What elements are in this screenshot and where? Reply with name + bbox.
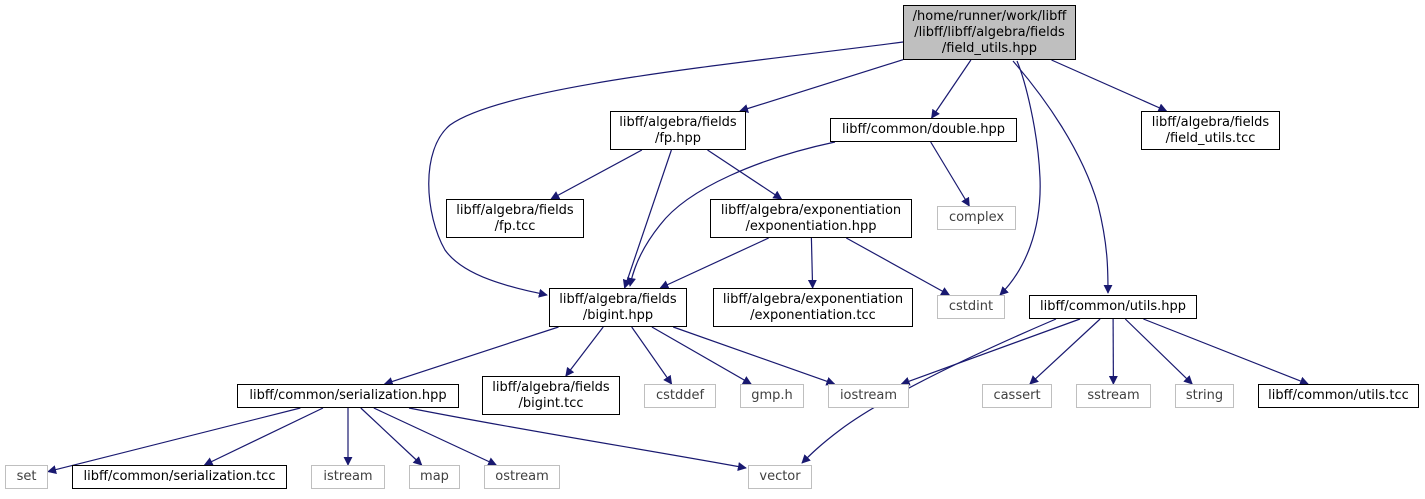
node-label-line: string [1185, 388, 1224, 403]
node-label-line: sstream [1087, 388, 1140, 403]
node-cstddef: cstddef [644, 384, 716, 408]
node-istream: istream [311, 465, 385, 489]
node-label-line: complex [948, 210, 1005, 225]
node-label-line: libff/common/utils.hpp [1039, 299, 1187, 314]
node-utils-hpp[interactable]: libff/common/utils.hpp [1029, 295, 1197, 319]
node-label-line: libff/algebra/fields [1151, 114, 1270, 130]
node-label-line: /bigint.tcc [518, 395, 584, 411]
edge-serialization_hpp-to-map [360, 407, 423, 466]
edge-field_utils_hpp-to-cstdint [999, 60, 1041, 296]
node-utils-tcc[interactable]: libff/common/utils.tcc [1258, 384, 1419, 408]
node-label-line: cstdint [948, 299, 994, 314]
node-bigint-tcc[interactable]: libff/algebra/fields/bigint.tcc [482, 376, 620, 415]
node-label-line: vector [759, 469, 801, 484]
node-label-line: libff/common/serialization.tcc [83, 469, 276, 484]
node-label-line: libff/algebra/fields [492, 379, 610, 395]
node-label-line: /bigint.hpp [582, 307, 654, 323]
edge-field_utils_hpp-to-utils_hpp [1012, 60, 1113, 294]
node-label-line: map [420, 469, 449, 484]
node-label-line: istream [323, 469, 373, 484]
edge-exponentiation_hpp-to-bigint_hpp [659, 237, 769, 289]
node-serialization-tcc[interactable]: libff/common/serialization.tcc [72, 465, 287, 489]
edge-fp_hpp-to-exponentiation_hpp [707, 149, 783, 200]
edge-serialization_hpp-to-set [47, 407, 301, 474]
node-double-hpp[interactable]: libff/common/double.hpp [830, 118, 1017, 142]
node-label-line: libff/algebra/exponentiation [722, 291, 904, 307]
edge-fp_hpp-to-fp_tcc [550, 149, 643, 200]
node-label-line: libff/algebra/fields [619, 114, 737, 130]
node-string: string [1175, 384, 1234, 408]
edge-field_utils_hpp-to-field_utils_tcc [1051, 59, 1168, 112]
node-map: map [409, 465, 460, 489]
node-cstdint: cstdint [937, 295, 1005, 319]
node-ostream: ostream [484, 465, 560, 489]
node-label-line: libff/algebra/exponentiation [720, 202, 902, 218]
edge-exponentiation_hpp-to-cstdint [846, 237, 951, 296]
node-field-utils-tcc[interactable]: libff/algebra/fields/field_utils.tcc [1141, 111, 1280, 150]
node-label-line: cassert [993, 388, 1041, 403]
edge-utils_hpp-to-cassert [1029, 318, 1101, 385]
node-label-line: libff/common/utils.tcc [1268, 388, 1409, 403]
node-label-line: /exponentiation.tcc [750, 307, 876, 323]
node-fp-tcc[interactable]: libff/algebra/fields/fp.tcc [446, 199, 584, 238]
edge-serialization_hpp-to-vector [408, 407, 747, 471]
edge-utils_hpp-to-string [1124, 318, 1193, 385]
edge-utils_hpp-to-iostream [900, 318, 1081, 386]
node-label-line: /home/runner/work/libff [912, 8, 1067, 24]
node-label-line: /fp.tcc [494, 218, 536, 234]
edge-field_utils_hpp-to-fp_hpp [739, 59, 904, 113]
edge-utils_hpp-to-vector [801, 318, 1057, 464]
edge-bigint_hpp-to-cstddef [631, 326, 673, 385]
node-label-line: libff/common/serialization.hpp [249, 388, 447, 403]
edge-fp_hpp-to-bigint_hpp [622, 149, 672, 289]
node-label-line: libff/algebra/fields [456, 202, 574, 218]
edge-bigint_hpp-to-iostream [673, 326, 836, 386]
node-serialization-hpp[interactable]: libff/common/serialization.hpp [237, 384, 459, 408]
edge-bigint_hpp-to-bigint_tcc [565, 326, 604, 377]
node-label-line: /fp.hpp [654, 130, 702, 146]
edge-exponentiation_hpp-to-exponentiation_tcc [807, 237, 817, 289]
node-label-line: iostream [839, 388, 898, 403]
edge-serialization_hpp-to-ostream [373, 407, 498, 466]
edge-double_hpp-to-bigint_hpp [627, 141, 836, 287]
node-label-line: /field_utils.hpp [941, 40, 1038, 56]
node-label-line: ostream [495, 469, 549, 484]
node-label-line: libff/common/double.hpp [842, 122, 1005, 137]
node-fp-hpp[interactable]: libff/algebra/fields/fp.hpp [610, 111, 746, 150]
edge-double_hpp-to-complex [930, 141, 970, 207]
node-exponentiation-tcc[interactable]: libff/algebra/exponentiation/exponentiat… [713, 288, 913, 327]
node-exponentiation-hpp[interactable]: libff/algebra/exponentiation/exponentiat… [710, 199, 912, 238]
node-label-line: /exponentiation.hpp [745, 218, 877, 234]
node-label-line: set [16, 469, 37, 484]
edge-bigint_hpp-to-gmp_h [651, 326, 752, 385]
node-set: set [5, 465, 48, 489]
node-label-line: libff/algebra/fields [559, 291, 677, 307]
node-label-line: /libff/libff/algebra/fields [914, 24, 1065, 40]
node-cassert: cassert [982, 384, 1052, 408]
edge-field_utils_hpp-to-double_hpp [931, 59, 972, 119]
node-complex: complex [937, 206, 1016, 230]
node-sstream: sstream [1076, 384, 1151, 408]
node-label-line: gmp.h [751, 388, 793, 403]
node-field-utils-hpp[interactable]: /home/runner/work/libff/libff/libff/alge… [903, 5, 1076, 60]
node-label-line: /field_utils.tcc [1165, 130, 1256, 146]
node-bigint-hpp[interactable]: libff/algebra/fields/bigint.hpp [549, 288, 687, 327]
node-label-line: cstddef [655, 388, 705, 403]
edge-field_utils_hpp-to-bigint_hpp [428, 41, 904, 298]
edge-serialization_hpp-to-serialization_tcc [203, 407, 324, 466]
node-vector: vector [748, 465, 812, 489]
node-iostream: iostream [828, 384, 909, 408]
edge-bigint_hpp-to-serialization_hpp [383, 326, 559, 386]
edge-utils_hpp-to-utils_tcc [1143, 318, 1309, 386]
node-gmp-h: gmp.h [740, 384, 804, 408]
